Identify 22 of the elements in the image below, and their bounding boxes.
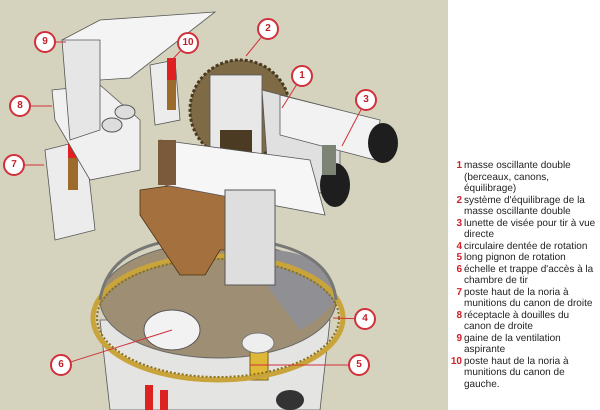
leader-line <box>282 84 297 108</box>
part-description: masse oscillante double (berceaux, canons, équilibrage) <box>464 160 572 194</box>
callout-number: 7 <box>455 286 462 298</box>
callout-number: 4 <box>455 240 462 252</box>
callout-number: 1 <box>455 160 462 172</box>
callout-number: 9 <box>455 332 462 344</box>
leader-line <box>24 164 44 166</box>
callout-number: 10 <box>450 356 462 367</box>
callout-number: 3 <box>455 218 462 229</box>
part-description: poste haut de la noria à munitions du canon de gauche. <box>464 356 570 390</box>
part-description: circulaire dentée de rotation <box>464 240 588 252</box>
leader-line <box>342 109 362 146</box>
callout-number: 8 <box>455 310 462 321</box>
callout-number: 6 <box>455 264 462 275</box>
leader-line <box>246 37 262 56</box>
callout-number: 5 <box>455 252 462 264</box>
leader-line <box>332 318 354 320</box>
leader-line <box>170 50 181 62</box>
leader-line <box>71 330 172 362</box>
part-description: long pignon de rotation <box>464 252 567 264</box>
leader-line <box>250 364 348 366</box>
callout-number: 2 <box>455 194 462 206</box>
